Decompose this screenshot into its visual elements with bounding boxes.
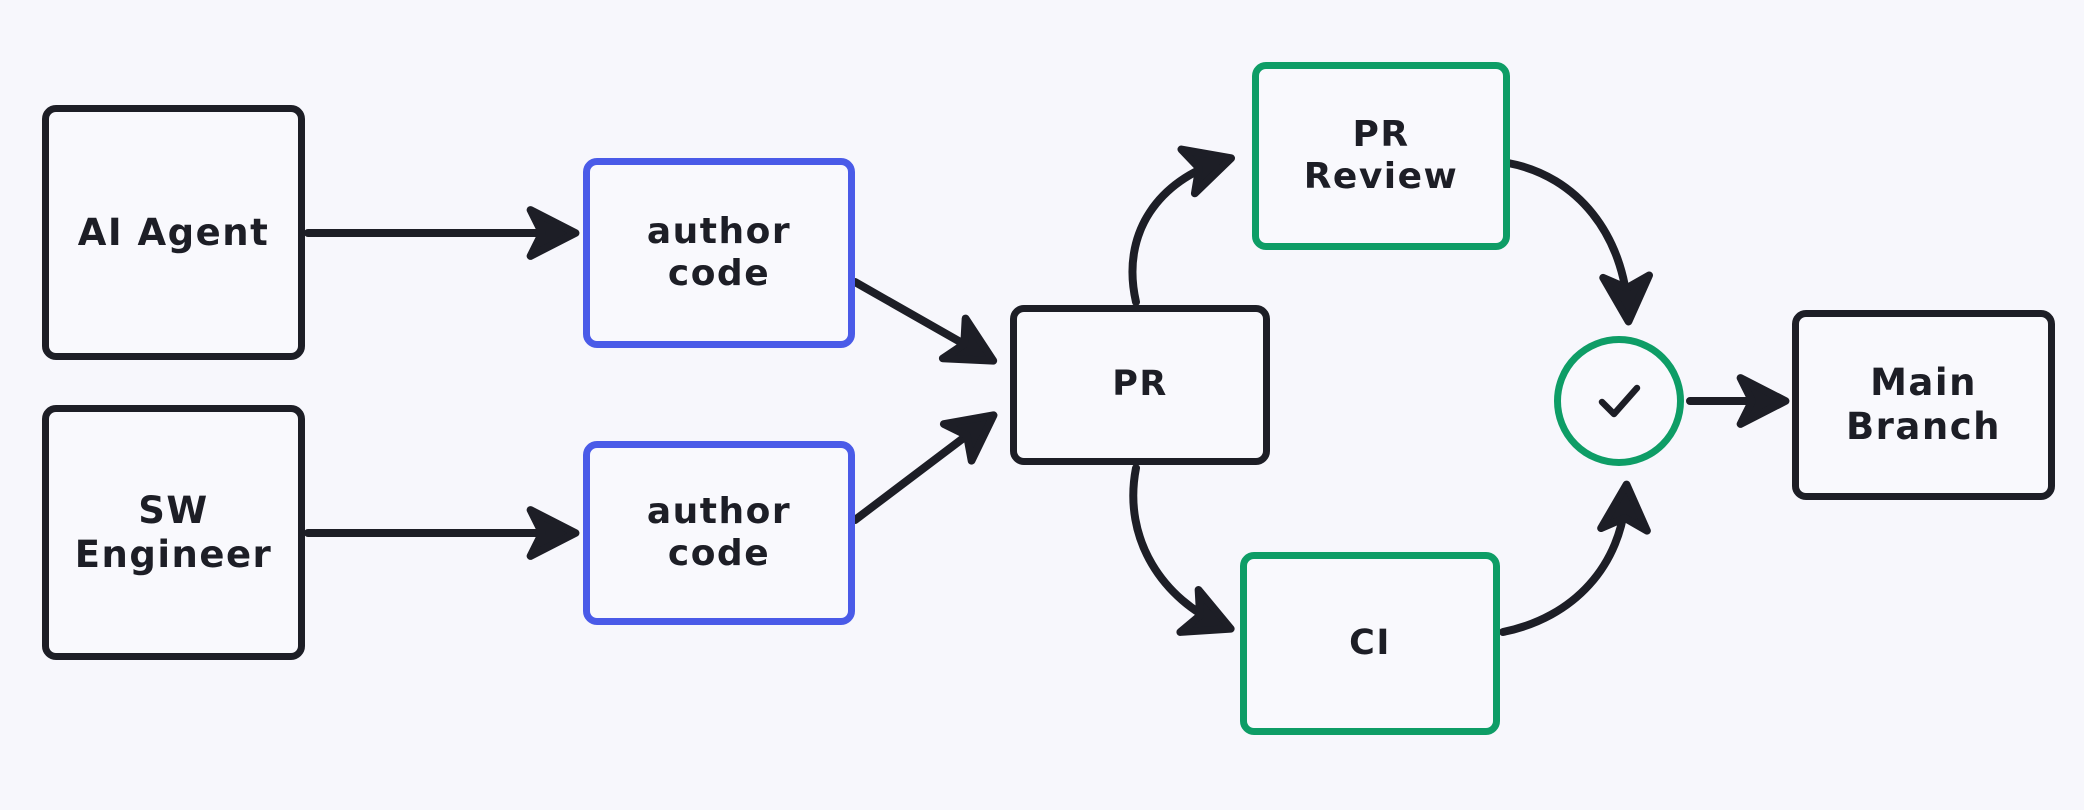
node-pr[interactable]: PR <box>1010 305 1270 465</box>
node-check-gate[interactable] <box>1554 336 1684 466</box>
node-author-code-sw-engineer[interactable]: author code <box>583 441 855 625</box>
edge-pr-review-to-check <box>1504 159 1653 326</box>
node-author-code-ai-agent-label: author code <box>646 210 792 294</box>
node-sw-engineer-label: SW Engineer <box>74 488 273 576</box>
node-pr-review-label: PR Review <box>1303 113 1459 197</box>
edge-pr-to-ci <box>1129 464 1235 636</box>
node-sw-engineer[interactable]: SW Engineer <box>42 405 305 660</box>
edge-author-code-bottom-to-pr <box>851 411 998 524</box>
node-pr-review[interactable]: PR Review <box>1252 62 1510 250</box>
node-ai-agent-label: AI Agent <box>77 210 270 254</box>
node-author-code-sw-engineer-label: author code <box>646 490 792 574</box>
edge-pr-to-pr-review <box>1128 145 1236 306</box>
node-main-branch[interactable]: Main Branch <box>1792 310 2055 500</box>
edge-author-code-top-to-pr <box>851 278 998 365</box>
node-author-code-ai-agent[interactable]: author code <box>583 158 855 348</box>
node-ai-agent[interactable]: AI Agent <box>42 105 305 360</box>
node-main-branch-label: Main Branch <box>1845 361 2002 448</box>
node-ci[interactable]: CI <box>1240 552 1500 735</box>
edge-ci-to-check <box>1499 480 1651 636</box>
node-ci-label: CI <box>1349 622 1391 663</box>
check-mark-icon <box>1587 369 1651 433</box>
node-pr-label: PR <box>1112 364 1168 405</box>
